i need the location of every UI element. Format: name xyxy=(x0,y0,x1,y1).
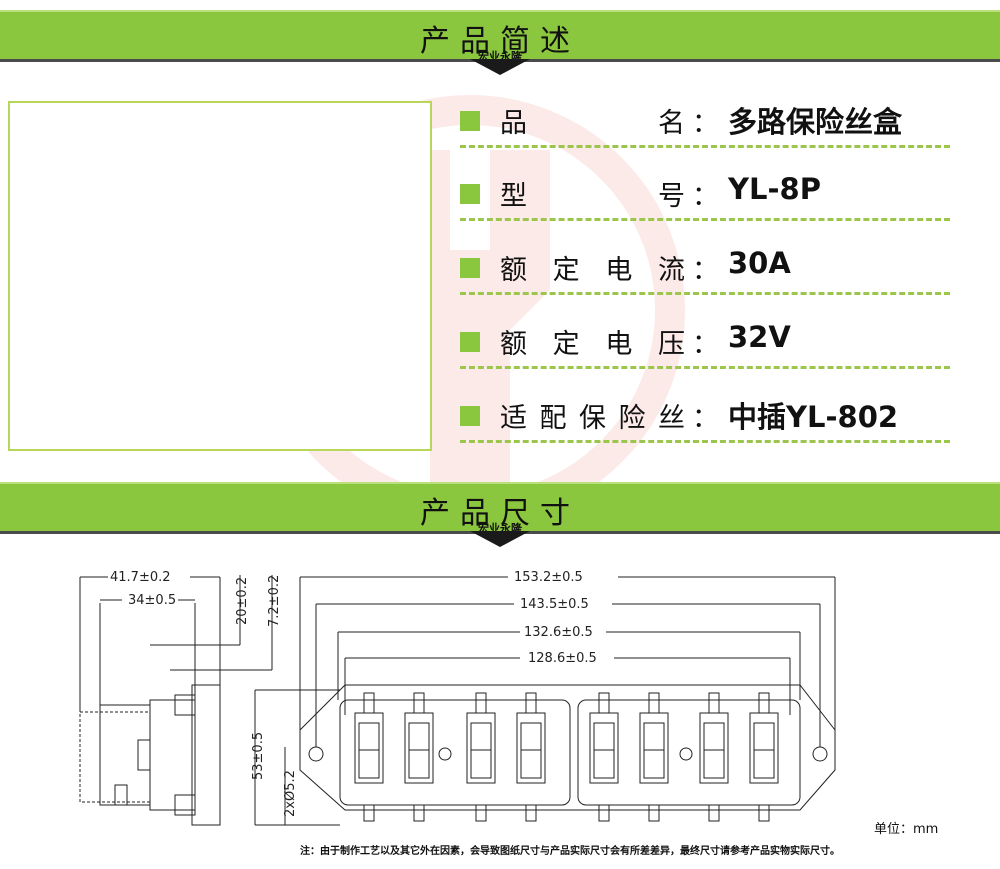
dim-hole-span: 143.5±0.5 xyxy=(520,597,589,612)
fuse-slot xyxy=(749,692,779,822)
fuse-part xyxy=(413,804,425,822)
spec-row: 适配保险丝： 中插YL-802 xyxy=(460,390,950,450)
dim-fuse-span: 128.6±0.5 xyxy=(528,651,597,666)
fuse-part xyxy=(598,804,610,822)
spec-divider xyxy=(460,218,950,221)
spec-label-char: 定 xyxy=(552,329,580,360)
front-view xyxy=(254,577,836,826)
dim-overall-width: 153.2±0.5 xyxy=(514,570,583,585)
dim-side-body: 34±0.5 xyxy=(128,593,176,608)
dim-height-7: 7.2±0.2 xyxy=(267,575,282,627)
product-image-frame xyxy=(8,101,432,451)
spec-colon: ： xyxy=(692,181,719,212)
spec-label-char: 配 xyxy=(539,403,567,434)
spec-label-char: 适 xyxy=(500,403,527,434)
fuse-part xyxy=(363,692,375,714)
spec-row: 额定电流： 30A xyxy=(460,242,950,302)
fuse-slot xyxy=(404,692,434,822)
fuse-slot xyxy=(354,692,384,822)
spec-label-char: 定 xyxy=(552,255,580,286)
fuse-slots xyxy=(354,692,779,822)
banner-arrow-icon xyxy=(470,59,530,75)
fuse-part xyxy=(708,804,720,822)
section-title: 产品尺寸 xyxy=(420,496,580,531)
side-view xyxy=(79,575,273,826)
spec-row: 品名：多路保险丝盒 xyxy=(460,95,950,155)
spec-value: 32V xyxy=(728,320,791,354)
bullet-square-icon xyxy=(460,258,480,278)
spec-label-char: 险 xyxy=(618,403,646,434)
spec-label: 品名 xyxy=(500,101,685,140)
banner-arrow-icon xyxy=(470,531,530,547)
fuse-part xyxy=(758,692,770,714)
spec-label-char: 品 xyxy=(500,108,527,139)
fuse-part xyxy=(363,804,375,822)
fuse-part xyxy=(598,692,610,714)
spec-label-char: 额 xyxy=(500,329,527,360)
spec-divider xyxy=(460,292,950,295)
spec-value: 多路保险丝盒 xyxy=(728,105,903,139)
spec-colon: ： xyxy=(692,403,719,434)
fuse-part xyxy=(475,804,487,822)
fuse-slot xyxy=(589,692,619,822)
fuse-slot xyxy=(466,692,496,822)
spec-colon: ： xyxy=(692,108,719,139)
bullet-square-icon xyxy=(460,332,480,352)
spec-value: 中插YL-802 xyxy=(728,400,899,434)
dimension-drawing: 41.7±0.2 34±0.5 20±0.2 7.2±0.2 153.2±0.5… xyxy=(79,570,836,826)
fuse-slot xyxy=(516,692,546,822)
spec-label-char: 流 xyxy=(657,255,685,286)
spec-divider xyxy=(460,440,950,443)
fuse-part xyxy=(525,804,537,822)
spec-row: 额定电压： 32V xyxy=(460,316,950,376)
spec-value: 30A xyxy=(728,246,791,280)
spec-label-char: 保 xyxy=(579,403,606,434)
unit-label: 单位：mm xyxy=(874,822,939,837)
fuse-part xyxy=(525,692,537,714)
spec-label: 额定电流 xyxy=(500,248,685,287)
spec-divider xyxy=(460,366,950,369)
spec-label-char: 电 xyxy=(605,329,633,360)
spec-label-char: 额 xyxy=(500,255,527,286)
section-banner-dimensions: 产品尺寸 宏业永隆 xyxy=(0,482,1000,547)
spec-row: 型号：YL-8P xyxy=(460,168,950,228)
dim-side-depth: 41.7±0.2 xyxy=(110,570,171,585)
spec-value: YL-8P xyxy=(728,172,821,206)
spec-colon: ： xyxy=(692,329,719,360)
spec-label-char: 丝 xyxy=(658,403,685,434)
fuse-part xyxy=(413,692,425,714)
section-title: 产品简述 xyxy=(420,24,580,59)
spec-divider xyxy=(460,145,950,148)
bullet-square-icon xyxy=(460,184,480,204)
spec-label-char: 号 xyxy=(658,181,685,212)
dim-height-20: 20±0.2 xyxy=(235,577,250,625)
spec-label-char: 名 xyxy=(658,108,685,139)
spec-label-char: 电 xyxy=(605,255,633,286)
fuse-slot xyxy=(639,692,669,822)
fuse-part xyxy=(648,692,660,714)
spec-label: 额定电压 xyxy=(500,322,685,361)
fuse-slot xyxy=(699,692,729,822)
fuse-part xyxy=(648,804,660,822)
spec-label-char: 型 xyxy=(500,181,527,212)
spec-label-char: 压 xyxy=(657,329,685,360)
bullet-square-icon xyxy=(460,111,480,131)
spec-label: 型号 xyxy=(500,174,685,213)
dim-inner-width: 132.6±0.5 xyxy=(524,625,593,640)
spec-colon: ： xyxy=(692,255,719,286)
fuse-part xyxy=(758,804,770,822)
fuse-part xyxy=(708,692,720,714)
dim-holes: 2xØ5.2 xyxy=(283,770,298,817)
footnote: 注：由于制作工艺以及其它外在因素，会导致图纸尺寸与产品实际尺寸会有所差差异，最终… xyxy=(300,846,840,857)
spec-label: 适配保险丝 xyxy=(500,396,685,435)
fuse-part xyxy=(475,692,487,714)
section-banner-overview: 产品简述 宏业永隆 xyxy=(0,10,1000,75)
dim-height: 53±0.5 xyxy=(251,732,266,780)
bullet-square-icon xyxy=(460,406,480,426)
